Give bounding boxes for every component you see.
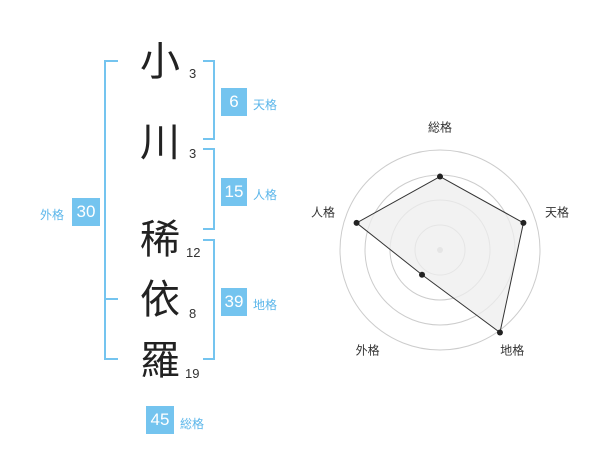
radar-axis-label: 地格	[500, 343, 525, 357]
radar-point	[496, 329, 503, 336]
chikaku-bracket	[203, 239, 215, 360]
name-char-1: 小	[140, 39, 180, 85]
chikaku-value: 39	[221, 288, 247, 316]
stroke-count-3: 12	[186, 245, 201, 260]
stroke-count-1: 3	[189, 66, 197, 81]
radar-point	[419, 271, 426, 278]
gaikaku-label: 外格	[40, 208, 65, 222]
radar-axis-label: 総格	[427, 120, 453, 135]
gaikaku-bracket-mid-tick	[104, 298, 118, 300]
jinkaku-bracket	[203, 148, 215, 230]
name-char-2: 川	[140, 120, 180, 166]
gaikaku-bracket	[104, 60, 118, 360]
name-char-5: 羅	[140, 338, 180, 384]
radar-axis-label: 天格	[544, 205, 569, 220]
radar-point	[520, 219, 527, 226]
radar-polygon	[355, 175, 524, 334]
tenkaku-label: 天格	[253, 98, 278, 112]
radar-axis-label: 人格	[311, 205, 336, 220]
name-char-3: 稀	[140, 217, 180, 263]
soukaku-label: 総格	[180, 417, 205, 431]
radar-point	[353, 219, 360, 226]
stroke-count-5: 19	[185, 366, 200, 381]
jinkaku-label: 人格	[253, 188, 278, 202]
soukaku-value: 45	[146, 406, 174, 434]
tenkaku-value: 6	[221, 88, 247, 116]
radar-point	[437, 173, 443, 180]
chikaku-label: 地格	[253, 298, 278, 312]
radar-ring	[339, 149, 541, 351]
name-char-4: 依	[140, 277, 180, 323]
gaikaku-value: 30	[72, 198, 100, 226]
radar-axis-label: 外格	[355, 343, 380, 357]
stroke-count-4: 8	[189, 306, 197, 321]
stroke-count-2: 3	[189, 146, 197, 161]
jinkaku-value: 15	[221, 178, 247, 206]
tenkaku-bracket	[203, 60, 215, 140]
